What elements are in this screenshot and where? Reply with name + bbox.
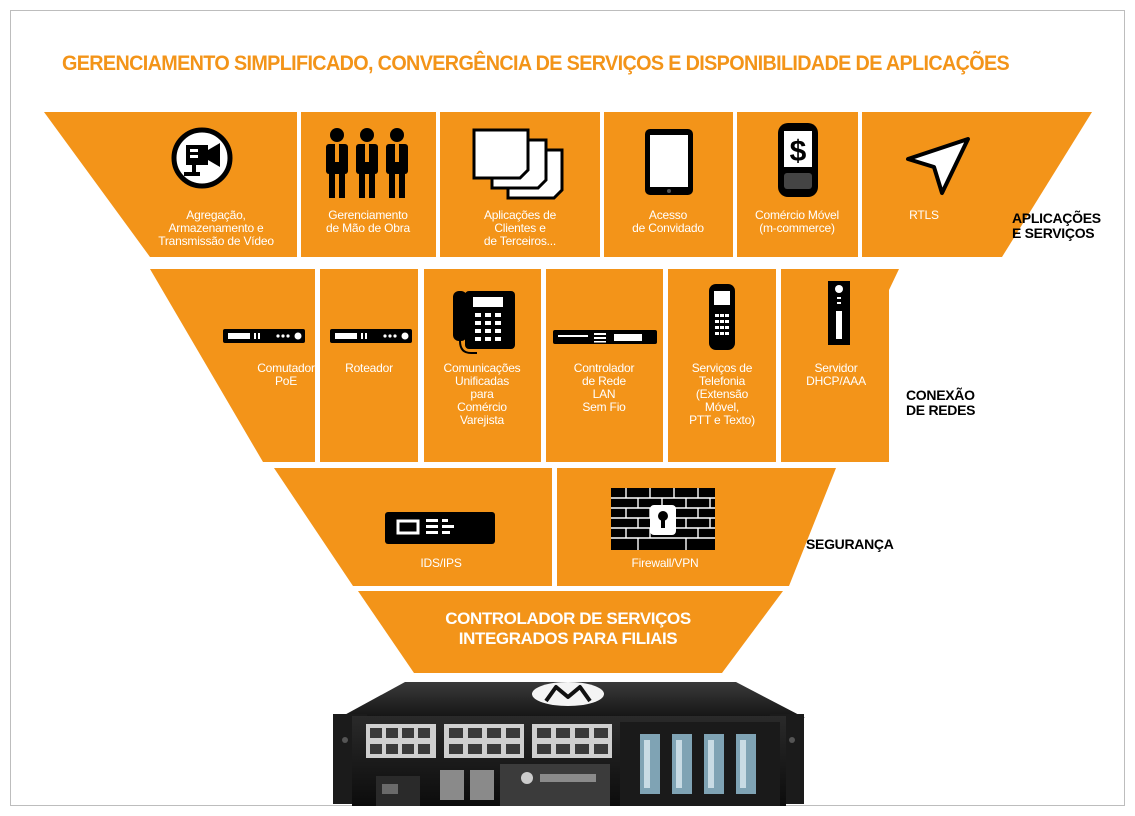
workforce-people-icon (326, 128, 408, 198)
stacked-documents-icon (472, 128, 564, 200)
cell-telephony (668, 269, 776, 462)
cell-poe (150, 269, 315, 462)
cell-video (44, 112, 297, 257)
poe-switch-icon (223, 329, 305, 343)
location-arrow-icon (906, 137, 970, 195)
cell-wlan (546, 269, 663, 462)
tier-label-security: SEGURANÇA (806, 536, 894, 552)
firewall-lock-icon (611, 488, 715, 550)
diagram-title: GERENCIAMENTO SIMPLIFICADO, CONVERGÊNCIA… (62, 51, 1010, 75)
svg-text:$: $ (790, 135, 807, 168)
cell-rtls (862, 112, 1092, 257)
label-mcommerce: Comércio Móvel(m-commerce) (755, 208, 839, 235)
ids-appliance-icon (385, 512, 495, 544)
cell-router (320, 269, 418, 462)
mobile-payment-icon: $ (778, 123, 818, 197)
label-router: Roteador (345, 361, 393, 375)
label-firewall: Firewall/VPN (631, 556, 699, 570)
desk-phone-icon (453, 291, 515, 354)
cell-controller (358, 591, 783, 673)
video-camera-icon (171, 127, 233, 189)
tablet-icon (645, 129, 693, 195)
wlan-controller-icon (553, 330, 657, 344)
label-rtls: RTLS (909, 208, 939, 222)
mobile-phone-icon (709, 284, 735, 350)
cell-dhcp (781, 269, 899, 462)
label-ids: IDS/IPS (420, 556, 462, 570)
tower-server-icon (828, 281, 850, 345)
router-icon (330, 329, 412, 343)
